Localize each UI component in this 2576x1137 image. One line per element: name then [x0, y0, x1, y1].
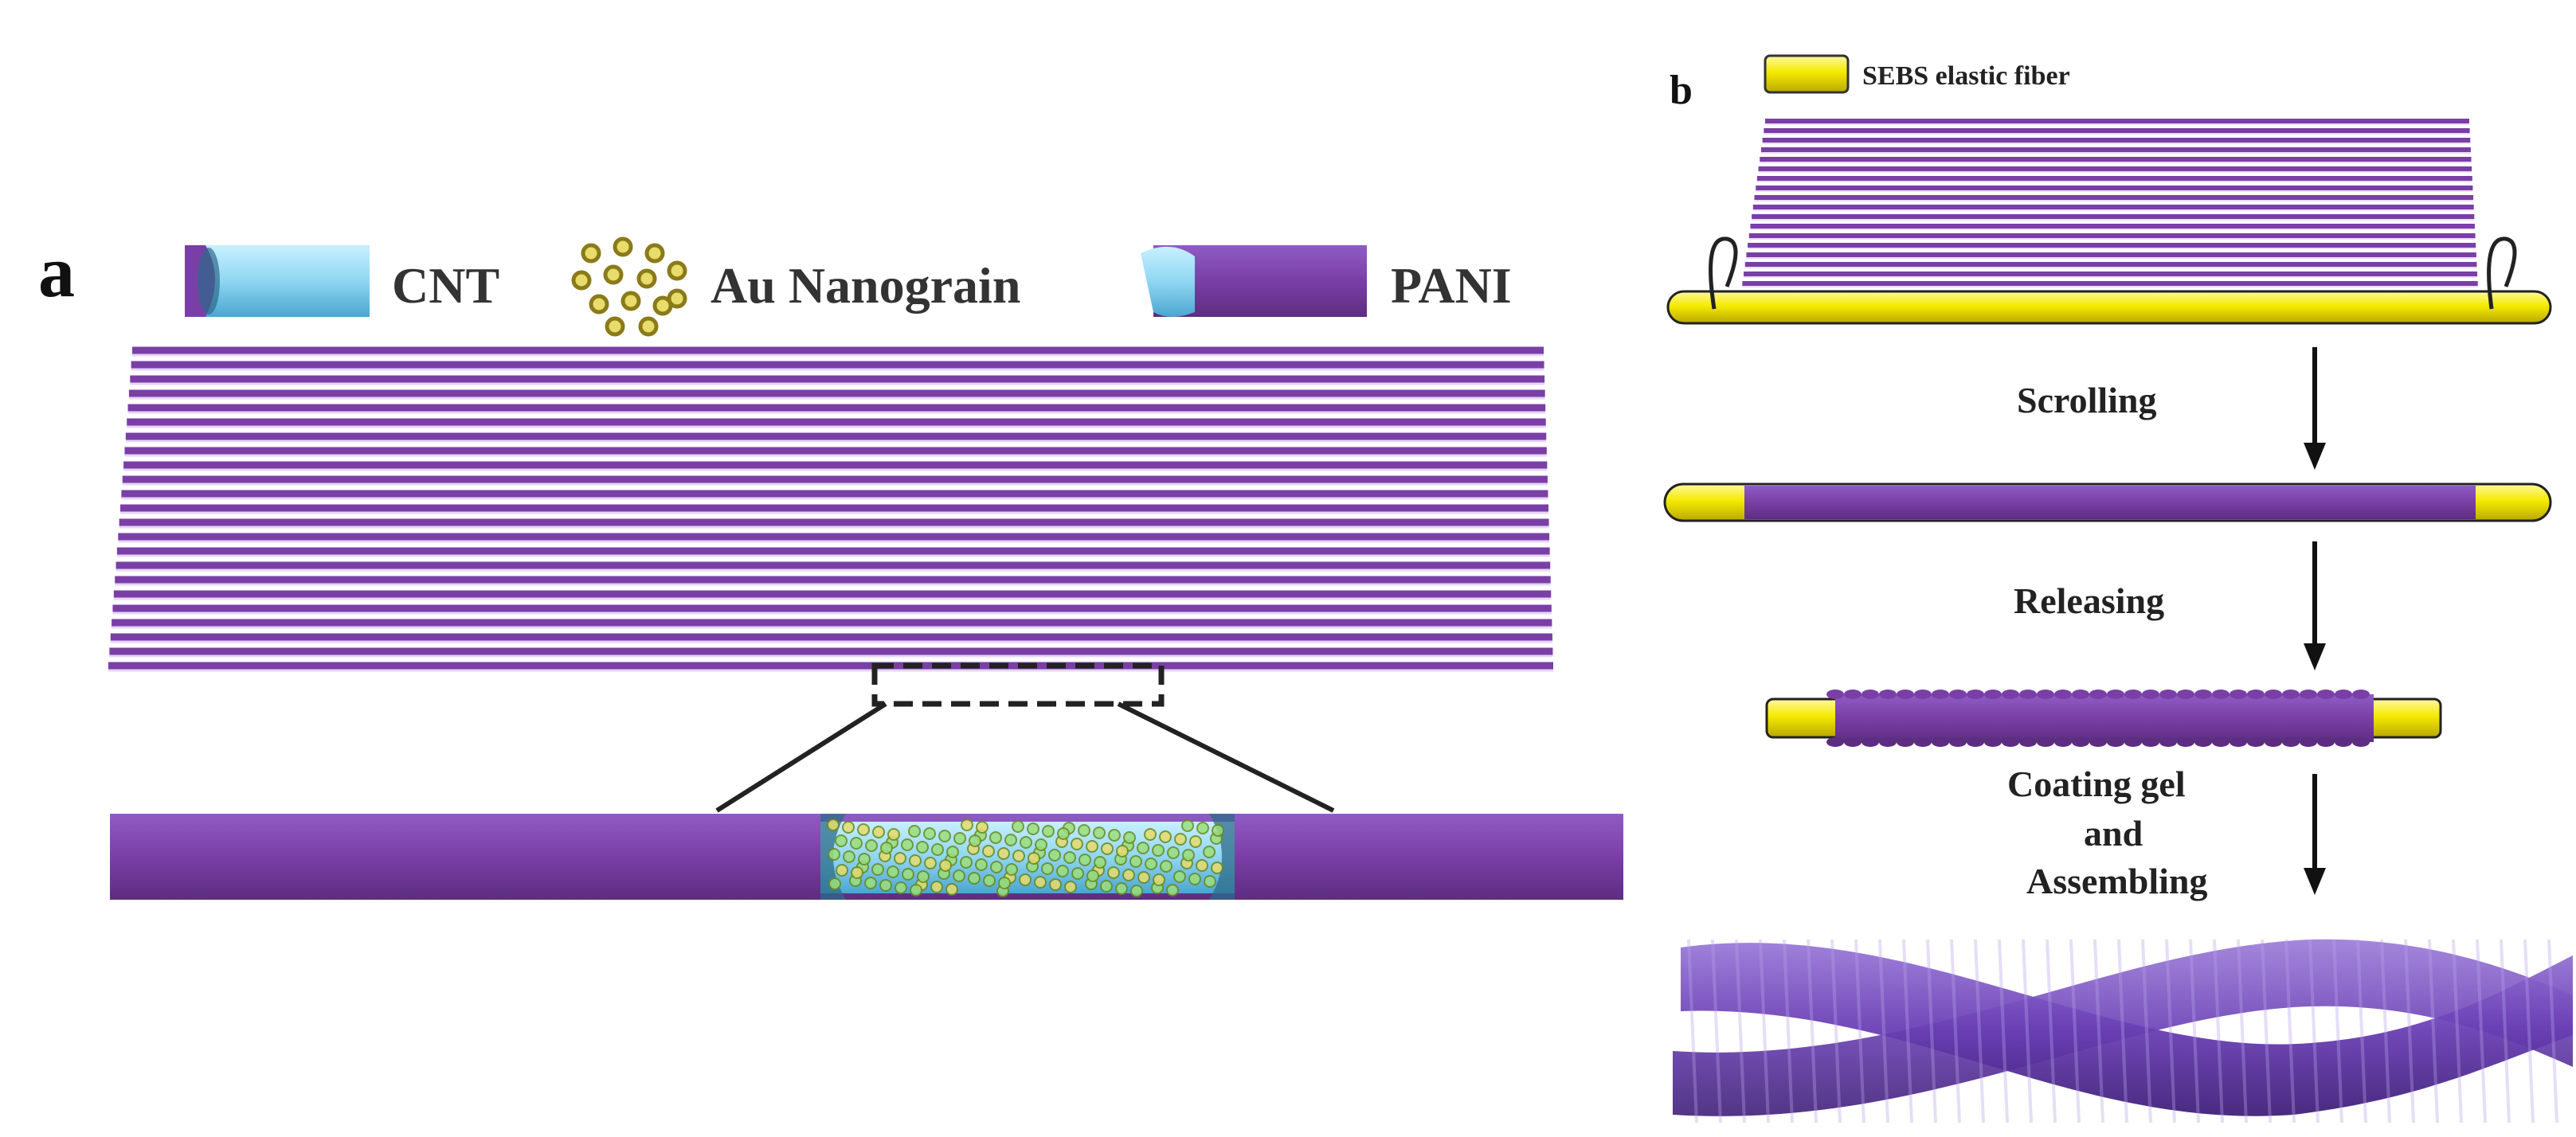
step-scrolling-label: Scrolling: [2017, 380, 2157, 420]
fiber-line: [108, 662, 1553, 672]
clamp-hook-right: [2487, 236, 2517, 310]
fiber-line: [110, 633, 1552, 643]
au-nanograin-legend-label: Au Nanograin: [711, 257, 1020, 314]
panel-a: a CNT Au Nanograin PANI: [38, 231, 1623, 900]
panel-b: b SEBS elastic fiber Scrolling Releasing: [1663, 54, 2573, 1123]
fiber-line: [112, 619, 1552, 629]
aligned-fiber-array: [108, 346, 1553, 672]
sebs-fiber-stage1: [1666, 290, 2552, 325]
step-coating-label-line1: Coating gel: [2007, 764, 2186, 804]
cnt-au-junction: [820, 814, 1235, 900]
twisted-coiled-fiber-bundle: [1673, 939, 2573, 1123]
fiber-line: [115, 561, 1551, 572]
fiber-line: [125, 432, 1547, 443]
step-releasing-label: Releasing: [2014, 580, 2164, 621]
fiber-line: [122, 475, 1548, 486]
fiber-line: [131, 361, 1544, 371]
fiber-line: [109, 647, 1553, 658]
fiber-line: [112, 604, 1552, 615]
fiber-line: [132, 346, 1544, 357]
pani-legend-icon: [1141, 245, 1367, 317]
zoom-selection-box: [871, 662, 1165, 707]
arrow-down-icon: [2304, 774, 2326, 895]
magnified-fiber: [110, 814, 1623, 900]
fiber-line: [124, 447, 1547, 457]
buckled-fiber: [1765, 690, 2442, 747]
fiber-line: [130, 375, 1545, 385]
fiber-line: [128, 389, 1545, 400]
zoom-line-right: [1117, 701, 1335, 813]
arrow-down-icon: [2304, 347, 2326, 470]
scrolled-fiber: [1663, 483, 2552, 522]
au-nanograin-cluster: [827, 819, 1224, 897]
step-coating-label-line2: and: [2084, 813, 2143, 854]
cnt-legend-label: CNT: [392, 257, 499, 314]
fiber-line: [121, 490, 1548, 500]
clamp-hook-left: [1709, 236, 1738, 310]
fiber-line: [120, 504, 1548, 514]
arrow-down-icon: [2304, 541, 2326, 670]
sebs-legend-label: SEBS elastic fiber: [1862, 61, 2070, 91]
fiber-line: [116, 547, 1550, 557]
buckled-pani-sheath: [1826, 690, 2374, 747]
pani-legend-label: PANI: [1391, 257, 1512, 314]
fiber-line: [119, 518, 1549, 529]
cnt-legend-icon: [185, 245, 370, 317]
zoom-line-left: [715, 701, 887, 813]
sebs-legend-icon: [1764, 54, 1850, 94]
fiber-line: [113, 590, 1552, 600]
fiber-line: [127, 418, 1546, 428]
fiber-line: [118, 533, 1550, 543]
fiber-sheet-on-sebs: [1740, 119, 2479, 307]
au-nanograin-legend-icon: [571, 236, 687, 337]
panel-b-label: b: [1670, 68, 1693, 113]
fiber-line: [127, 404, 1546, 414]
fiber-line: [123, 461, 1548, 471]
step-coating-label-line3: Assembling: [2026, 861, 2207, 901]
fiber-line: [115, 576, 1551, 586]
panel-a-label: a: [38, 231, 75, 312]
coil-ridges: [1687, 939, 2558, 1123]
